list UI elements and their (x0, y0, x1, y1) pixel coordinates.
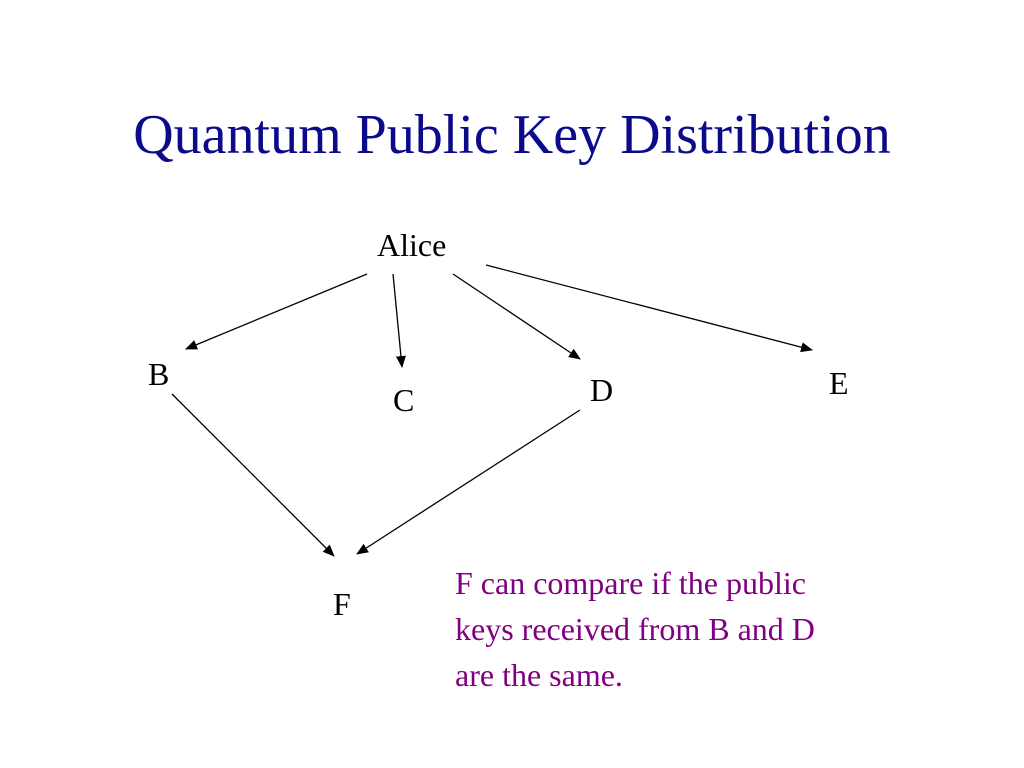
slide-title: Quantum Public Key Distribution (133, 104, 891, 166)
note-line: F can compare if the public (455, 565, 806, 601)
comparison-note: F can compare if the public keys receive… (455, 560, 925, 698)
edge-alice-e (485, 264, 813, 353)
edge-alice-b (185, 273, 368, 350)
node-alice: Alice (377, 227, 447, 263)
node-d: D (590, 372, 614, 408)
edge-alice-d (452, 273, 581, 360)
node-c: C (393, 382, 415, 418)
edge-d-f (356, 409, 581, 555)
node-e: E (829, 365, 849, 401)
node-b: B (148, 356, 170, 392)
note-line: keys received from B and D (455, 611, 815, 647)
edge-alice-c (392, 273, 406, 368)
note-line: are the same. (455, 657, 623, 693)
node-f: F (333, 586, 351, 622)
edge-b-f (171, 393, 335, 557)
